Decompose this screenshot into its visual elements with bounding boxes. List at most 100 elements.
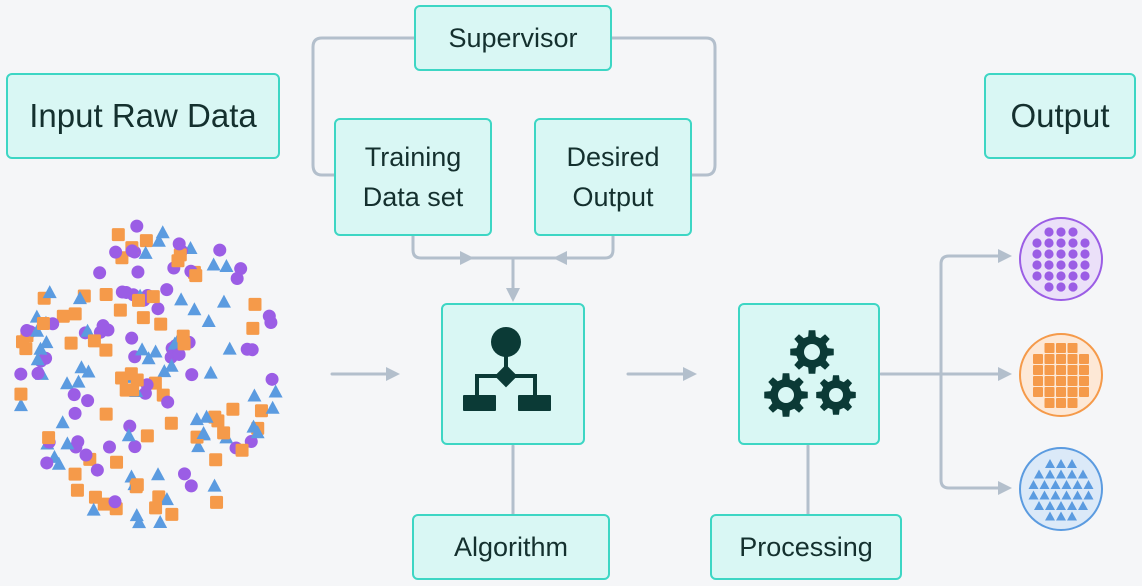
raw-triangle [129, 508, 144, 522]
cluster-triangle [1067, 459, 1077, 468]
cluster-square [1079, 387, 1089, 397]
raw-square [87, 334, 101, 348]
cluster-square [1067, 398, 1078, 408]
raw-circle [119, 285, 133, 299]
cluster-triangle [1050, 490, 1061, 500]
raw-square [246, 321, 260, 335]
raw-square [210, 495, 224, 509]
cluster-dot [1032, 238, 1042, 248]
raw-circle [234, 262, 248, 276]
raw-square [113, 303, 127, 317]
raw-triangle [33, 341, 48, 355]
raw-square [189, 269, 203, 283]
cluster-triangle [1028, 490, 1039, 500]
raw-triangle [189, 412, 204, 426]
cluster-square [1079, 376, 1089, 386]
training-data-set-box: Training Data set [334, 118, 492, 236]
cluster-square [1056, 343, 1066, 353]
raw-square [130, 478, 144, 492]
raw-square [88, 490, 102, 504]
raw-square [140, 429, 154, 443]
raw-triangle [268, 384, 283, 398]
raw-triangle [222, 341, 237, 355]
raw-triangle [157, 364, 172, 378]
raw-circle [20, 324, 34, 338]
cluster-dot [1080, 238, 1090, 248]
raw-triangle [219, 258, 234, 272]
cluster-dot [1056, 282, 1066, 292]
raw-triangle [71, 374, 86, 388]
raw-square [110, 455, 124, 469]
raw-triangle [203, 365, 218, 379]
cluster-dot [1044, 271, 1054, 281]
raw-square [99, 288, 113, 302]
raw-triangle [13, 398, 28, 412]
raw-circle [265, 372, 279, 386]
cluster-triangle [1050, 480, 1061, 489]
cluster-dot [1044, 282, 1054, 292]
raw-circle [68, 406, 82, 420]
gears-icon [764, 330, 856, 417]
cluster-triangle [1067, 469, 1077, 479]
flowchart-icon [463, 327, 551, 411]
cluster-triangle [1067, 511, 1077, 521]
cluster-square [1067, 387, 1078, 397]
raw-triangle [86, 502, 101, 516]
raw-square [139, 234, 153, 248]
cluster-square [1044, 376, 1055, 386]
raw-triangle [72, 291, 87, 305]
raw-triangle [81, 364, 96, 378]
cluster-dot [1056, 260, 1066, 270]
raw-square [42, 431, 56, 445]
raw-triangle [159, 492, 174, 506]
cluster-square [1033, 376, 1043, 386]
cluster-square [1067, 343, 1078, 353]
output-label: Output [1010, 97, 1110, 134]
blue-triangles-cluster-icon [1019, 447, 1103, 531]
raw-triangle [51, 456, 66, 470]
raw-circle [67, 388, 81, 402]
cluster-square [1067, 365, 1078, 375]
cluster-square [1044, 387, 1055, 397]
raw-square [68, 467, 82, 481]
cluster-dot [1068, 260, 1078, 270]
raw-square [70, 483, 84, 497]
cluster-triangle [1056, 469, 1066, 479]
cluster-triangle [1061, 480, 1072, 489]
raw-triangle [132, 515, 147, 529]
cluster-triangle [1072, 490, 1083, 500]
raw-square [146, 290, 160, 304]
cluster-triangle [1056, 459, 1066, 468]
raw-square [171, 254, 185, 268]
cluster-dot [1068, 249, 1078, 259]
cluster-dot [1068, 238, 1078, 248]
raw-circle [31, 366, 45, 380]
raw-circle [262, 309, 276, 323]
raw-triangle [30, 323, 45, 337]
raw-circle [177, 467, 191, 481]
cluster-square [1079, 365, 1089, 375]
cluster-square [1056, 387, 1066, 397]
raw-square [226, 402, 240, 416]
raw-circle [90, 463, 104, 477]
raw-square [165, 507, 179, 521]
raw-circle [131, 265, 145, 279]
raw-circle [130, 219, 144, 233]
cluster-dot [1056, 271, 1066, 281]
cluster-square [1056, 376, 1066, 386]
raw-circle [96, 319, 110, 333]
training-label-line-2: Data set [362, 182, 464, 212]
raw-triangle [199, 409, 214, 423]
cluster-triangle [1039, 490, 1050, 500]
raw-square [154, 317, 168, 331]
cluster-square [1056, 354, 1066, 364]
raw-square [136, 311, 150, 325]
raw-square [68, 307, 82, 321]
raw-circle [160, 283, 174, 297]
raw-circle [93, 266, 107, 280]
raw-circle [172, 237, 186, 251]
raw-circle [172, 347, 186, 361]
raw-triangle [39, 335, 54, 349]
raw-triangle [216, 294, 231, 308]
cluster-dot [1080, 260, 1090, 270]
